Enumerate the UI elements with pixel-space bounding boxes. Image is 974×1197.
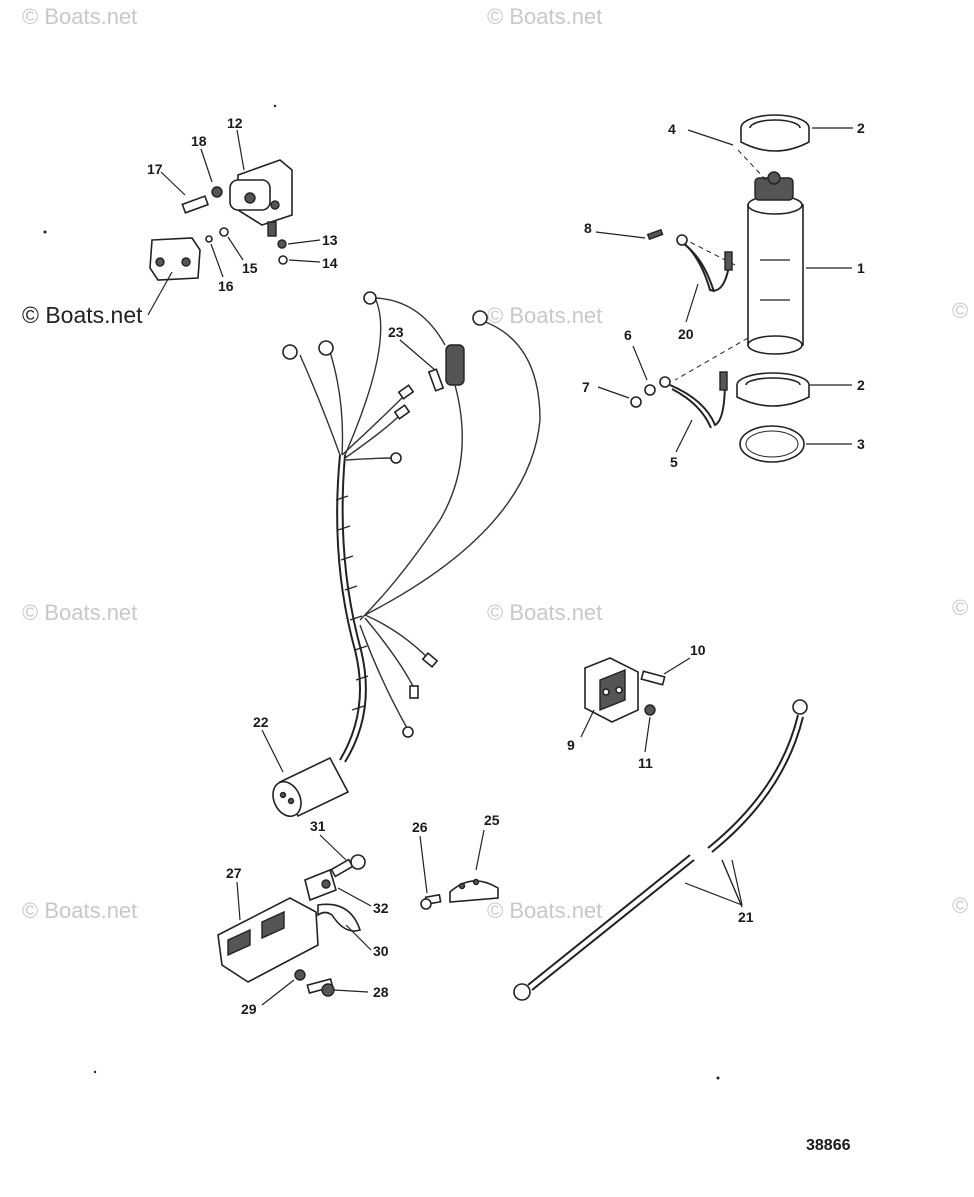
stray-marks: [43, 104, 720, 1080]
callout-30: 30: [373, 943, 389, 959]
watermark-mid-right: ©: [952, 298, 968, 323]
watermark-center: © Boats.net: [487, 600, 602, 625]
cable-5: [630, 371, 728, 429]
callouts: 1 2 2 3 4 5 6 7 8 9 10 11 12 13 14 15 16…: [147, 115, 865, 1017]
callout-28: 28: [373, 984, 389, 1000]
watermark-top-center: © Boats.net: [487, 4, 602, 29]
callout-27: 27: [226, 865, 242, 881]
callout-3: 3: [857, 436, 865, 452]
callout-11: 11: [638, 755, 653, 771]
watermark-mid-left: © Boats.net: [22, 302, 143, 328]
callout-22: 22: [253, 714, 269, 730]
clamp-assembly: [217, 854, 366, 997]
callout-21: 21: [738, 909, 754, 925]
callout-31: 31: [310, 818, 326, 834]
watermark-center-left: © Boats.net: [22, 600, 137, 625]
callout-25: 25: [484, 812, 500, 828]
callout-23: 23: [388, 324, 404, 340]
leader-lines: [147, 127, 853, 1006]
callout-2-bottom: 2: [857, 377, 865, 393]
solenoid-bracket: [149, 159, 293, 281]
callout-12: 12: [227, 115, 243, 131]
callout-13: 13: [322, 232, 338, 248]
watermark-center-right: ©: [952, 595, 968, 620]
watermark-lower-left: © Boats.net: [22, 898, 137, 923]
callout-5: 5: [670, 454, 678, 470]
callout-1: 1: [857, 260, 865, 276]
callout-7: 7: [582, 379, 590, 395]
block-9: [584, 657, 666, 723]
watermark-top-left: © Boats.net: [22, 4, 137, 29]
callout-26: 26: [412, 819, 428, 835]
callout-16: 16: [218, 278, 234, 294]
wiring-harness: [272, 291, 541, 818]
callout-9: 9: [567, 737, 575, 753]
callout-32: 32: [373, 900, 389, 916]
callout-4: 4: [668, 121, 676, 137]
callout-15: 15: [242, 260, 258, 276]
callout-6: 6: [624, 327, 632, 343]
callout-8: 8: [584, 220, 592, 236]
diagram-reference-number: 38866: [806, 1137, 851, 1154]
watermarks: © Boats.net © Boats.net © Boats.net © Bo…: [22, 4, 968, 923]
starter-motor: [674, 114, 810, 463]
watermark-lower-center: © Boats.net: [487, 898, 602, 923]
callout-17: 17: [147, 161, 163, 177]
watermark-mid-center: © Boats.net: [487, 303, 602, 328]
callout-10: 10: [690, 642, 706, 658]
cable-20: [646, 228, 733, 293]
callout-2-top: 2: [857, 120, 865, 136]
callout-14: 14: [322, 255, 338, 271]
callout-18: 18: [191, 133, 207, 149]
callout-29: 29: [241, 1001, 257, 1017]
part-25-26: [420, 878, 499, 910]
callout-20: 20: [678, 326, 694, 342]
watermark-lower-right: ©: [952, 893, 968, 918]
cable-21: [513, 699, 808, 1001]
